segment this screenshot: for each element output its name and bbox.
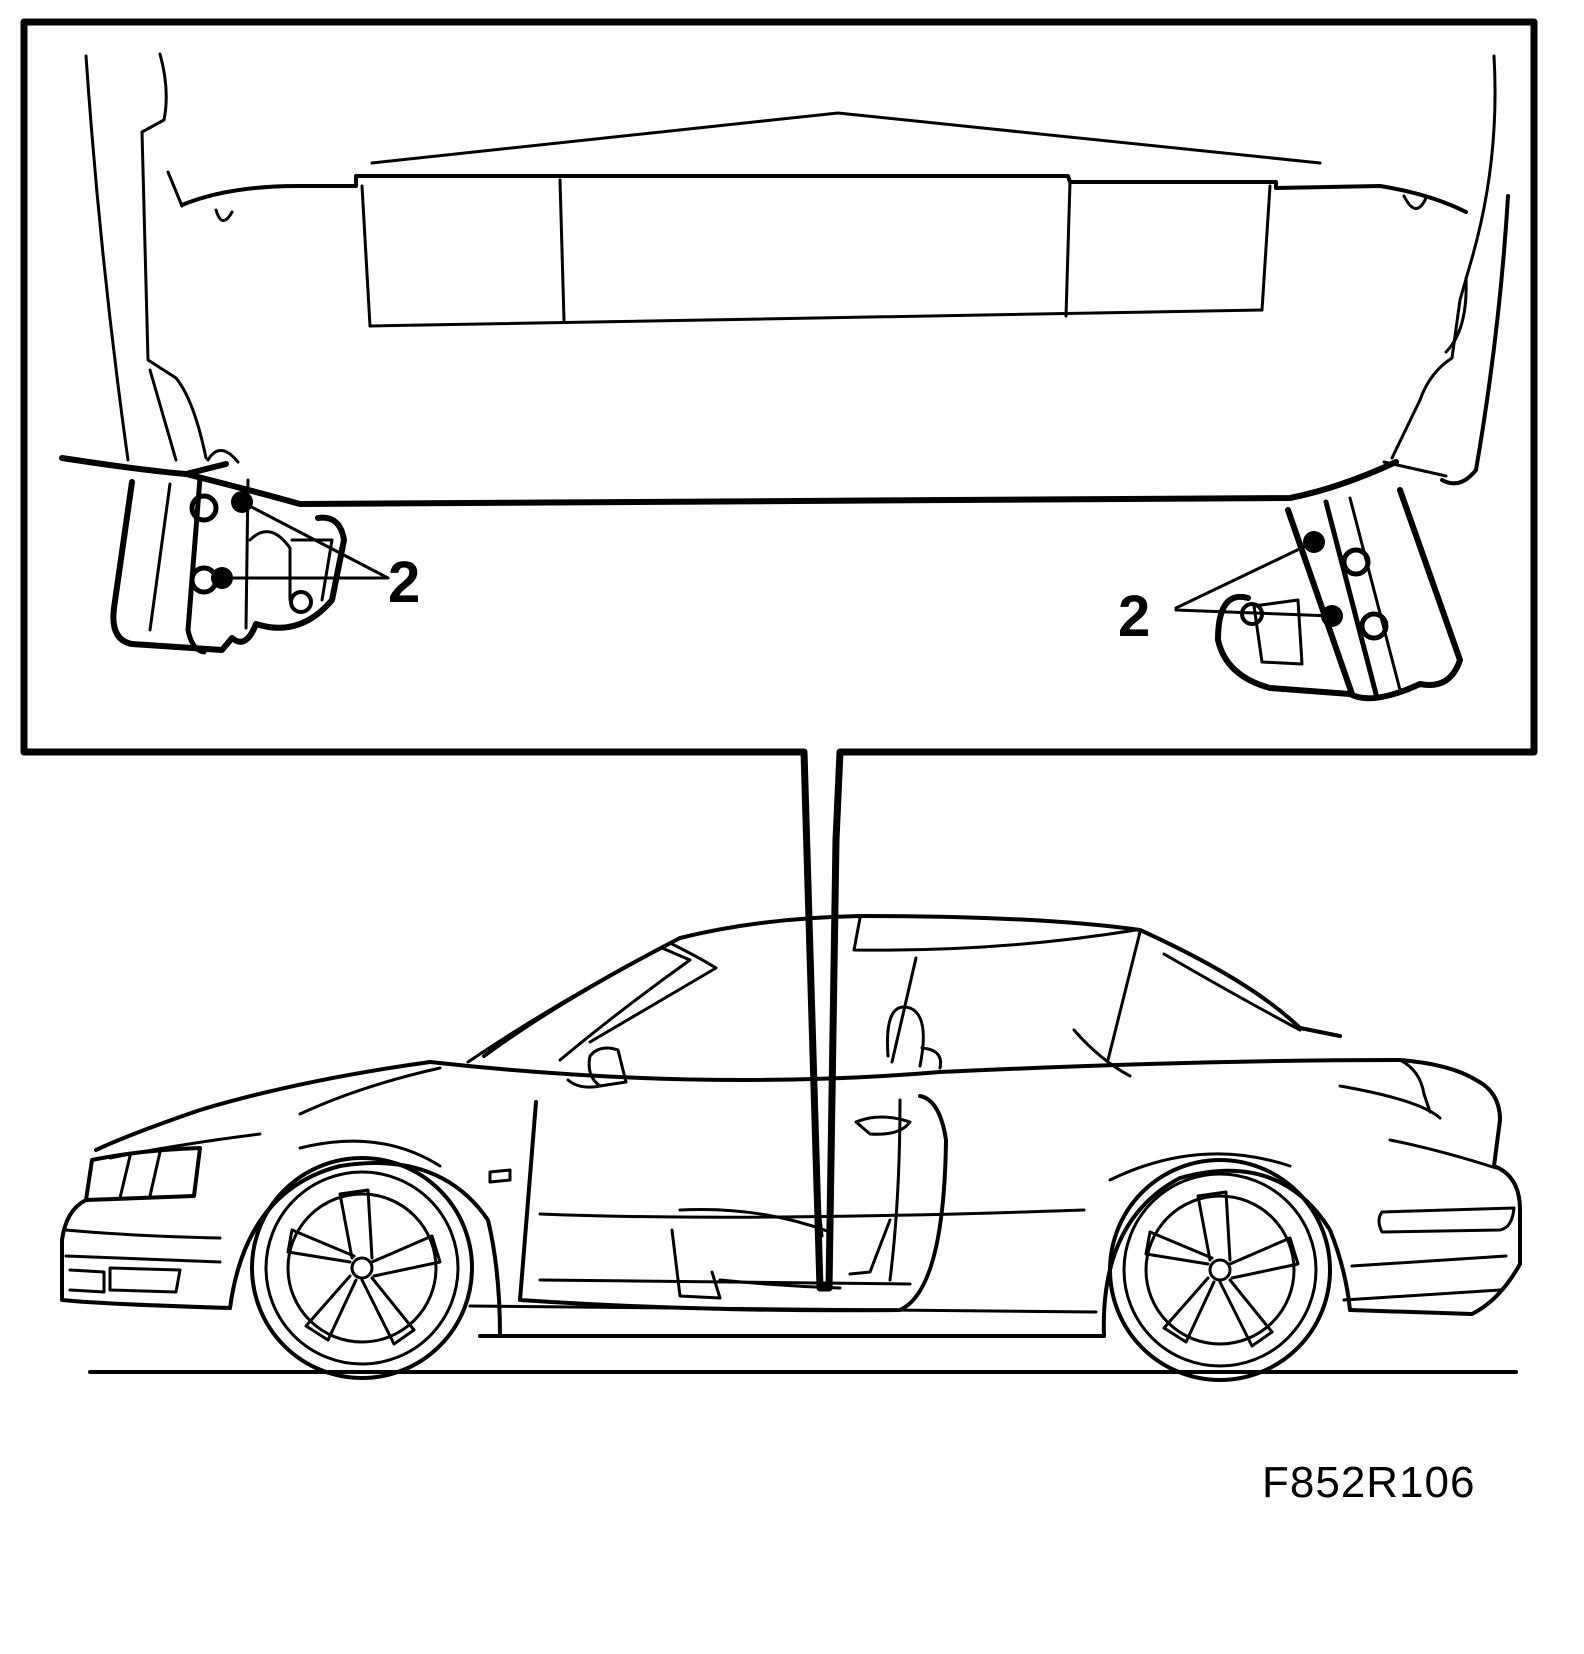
- windshield: [466, 946, 692, 1064]
- callout-label-right: 2: [1118, 584, 1150, 649]
- sill-line: [183, 459, 1399, 507]
- inset-frame: [20, 18, 1538, 1292]
- roof-trim: [180, 111, 1468, 328]
- headlight: [84, 1146, 202, 1202]
- rear-wheel-arch: [1101, 1168, 1352, 1338]
- rear-wheel: [1108, 1158, 1332, 1382]
- fender-indicator: [488, 1168, 512, 1184]
- door-handle: [854, 1115, 912, 1136]
- front-bumper: [60, 1198, 232, 1310]
- callout-label-left: 2: [388, 550, 420, 615]
- left-pillar: [59, 52, 240, 477]
- door: [518, 1094, 948, 1313]
- right-latch-bracket: [1215, 487, 1463, 702]
- right-pillar: [1382, 54, 1510, 486]
- belt-line: [428, 1058, 1478, 1082]
- figure-id: F852R106: [1262, 1458, 1476, 1507]
- detail-inset: 2 2: [20, 18, 1538, 1292]
- soft-top: [482, 914, 1342, 1058]
- callout-leaders: [220, 500, 1334, 618]
- car-side-view: [60, 914, 1522, 1382]
- side-mirror: [587, 1046, 628, 1088]
- front-wheel: [250, 1156, 474, 1380]
- rear-quarter: [1348, 1078, 1522, 1316]
- seat-headrest: [885, 1005, 925, 1068]
- hood: [94, 1060, 432, 1152]
- left-latch-bracket: [110, 475, 347, 655]
